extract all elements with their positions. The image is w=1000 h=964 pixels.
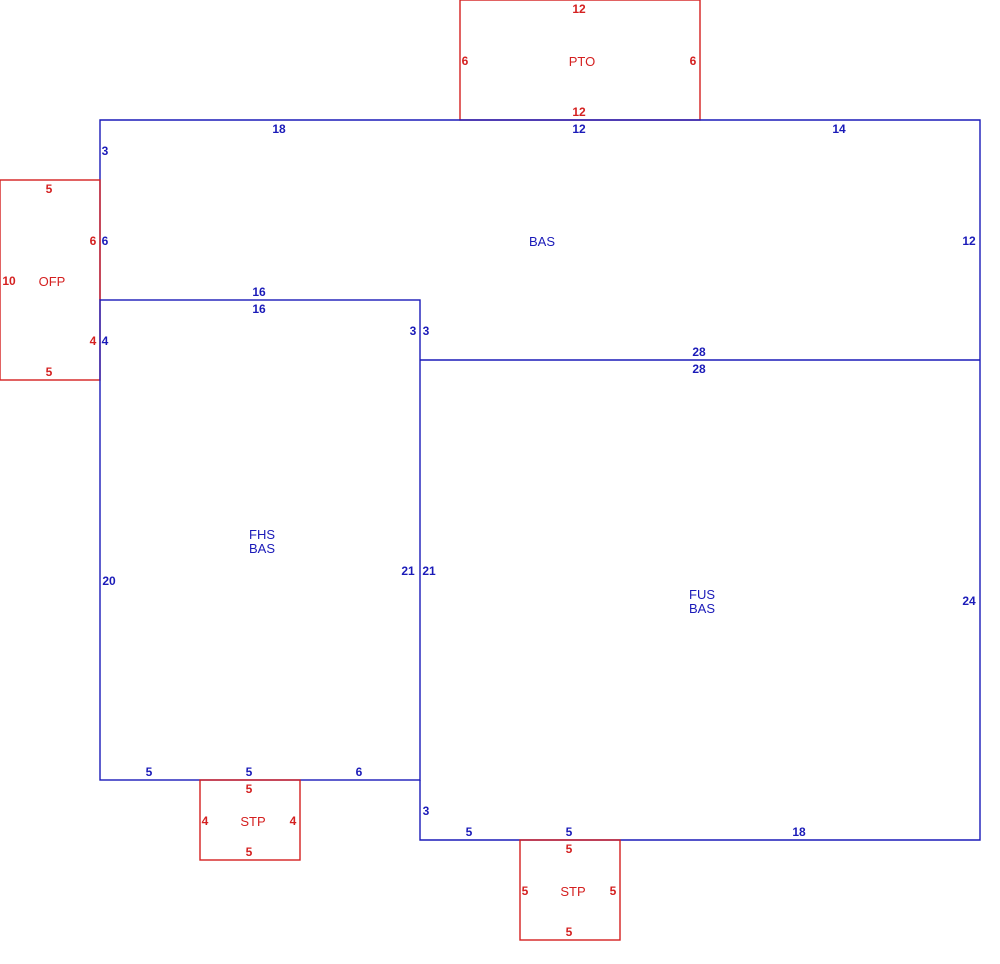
stp-left-outline bbox=[199, 779, 301, 861]
stp-right-label: STP bbox=[560, 884, 585, 899]
pto-dim-bottom: 12 bbox=[572, 105, 586, 119]
area-pto: PTO 12 12 6 6 bbox=[459, 0, 701, 121]
fhs-dim-top-outer: 16 bbox=[252, 285, 266, 299]
fus-dim-right: 24 bbox=[962, 594, 976, 608]
fhs-dim-right: 21 bbox=[401, 564, 415, 578]
bas-dim-top-right: 14 bbox=[832, 122, 846, 136]
stp-left-dim-top: 5 bbox=[246, 782, 253, 796]
area-ofp: OFP 5 5 10 6 4 bbox=[0, 179, 101, 381]
fus-dim-bottom-right: 18 bbox=[792, 825, 806, 839]
fus-dim-top: 28 bbox=[692, 362, 706, 376]
fhs-label-line1: FHS bbox=[249, 527, 275, 542]
stp-left-dim-left: 4 bbox=[202, 814, 209, 828]
area-fhs: FHS BAS 16 16 4 20 3 21 5 5 6 bbox=[99, 285, 421, 781]
fus-dim-bottom-left: 5 bbox=[466, 825, 473, 839]
bas-dim-right: 12 bbox=[962, 234, 976, 248]
pto-dim-top: 12 bbox=[572, 2, 586, 16]
ofp-dim-right-upper: 6 bbox=[90, 234, 97, 248]
ofp-outline bbox=[0, 179, 101, 381]
fus-dim-bottom-mid: 5 bbox=[566, 825, 573, 839]
pto-dim-left: 6 bbox=[462, 54, 469, 68]
bas-main-label: BAS bbox=[529, 234, 555, 249]
fhs-dim-top-inner: 16 bbox=[252, 302, 266, 316]
stp-left-dim-right: 4 bbox=[290, 814, 297, 828]
fhs-dim-bottom-left: 5 bbox=[146, 765, 153, 779]
stp-right-dim-bottom: 5 bbox=[566, 925, 573, 939]
fhs-label-line2: BAS bbox=[249, 541, 275, 556]
ofp-dim-right-lower: 4 bbox=[90, 334, 97, 348]
area-fus: FUS BAS 28 3 21 24 3 5 5 18 bbox=[419, 324, 981, 841]
fus-outline bbox=[419, 360, 981, 841]
bas-dim-top-left: 18 bbox=[272, 122, 286, 136]
fhs-dim-left: 20 bbox=[102, 574, 116, 588]
stp-right-dim-left: 5 bbox=[522, 884, 529, 898]
stp-left-dim-bottom: 5 bbox=[246, 845, 253, 859]
pto-label: PTO bbox=[569, 54, 596, 69]
bas-dim-left-mid: 6 bbox=[102, 234, 109, 248]
bas-dim-bottom: 28 bbox=[692, 345, 706, 359]
bas-dim-left-upper: 3 bbox=[102, 144, 109, 158]
fus-dim-left-bottom: 3 bbox=[423, 804, 430, 818]
fhs-dim-right-top: 3 bbox=[410, 324, 417, 338]
stp-right-dim-right: 5 bbox=[610, 884, 617, 898]
ofp-dim-left: 10 bbox=[2, 274, 16, 288]
fhs-dim-bottom-mid: 5 bbox=[246, 765, 253, 779]
fhs-dim-bottom-right: 6 bbox=[356, 765, 363, 779]
area-stp-right: STP 5 5 5 5 bbox=[519, 839, 621, 941]
fus-dim-left: 21 bbox=[422, 564, 436, 578]
stp-right-outline bbox=[519, 839, 621, 941]
stp-left-label: STP bbox=[240, 814, 265, 829]
ofp-dim-top: 5 bbox=[46, 182, 53, 196]
pto-dim-right: 6 bbox=[690, 54, 697, 68]
fus-label-line2: BAS bbox=[689, 601, 715, 616]
area-bas-main: BAS 18 12 14 3 6 12 28 bbox=[99, 119, 981, 361]
ofp-label: OFP bbox=[39, 274, 66, 289]
stp-right-dim-top: 5 bbox=[566, 842, 573, 856]
ofp-dim-bottom: 5 bbox=[46, 365, 53, 379]
fhs-dim-left-upper: 4 bbox=[102, 334, 109, 348]
fus-label-line1: FUS bbox=[689, 587, 715, 602]
bas-dim-top-mid: 12 bbox=[572, 122, 586, 136]
area-stp-left: STP 5 5 4 4 bbox=[199, 779, 301, 861]
fus-dim-left-top: 3 bbox=[423, 324, 430, 338]
